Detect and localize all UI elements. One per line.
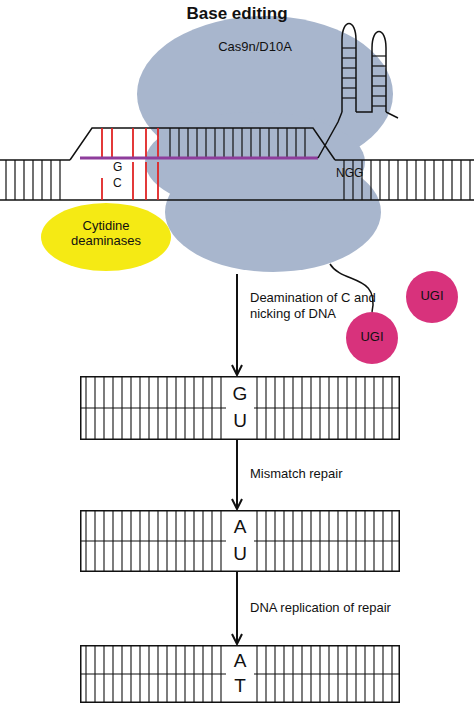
node-text: A bbox=[228, 650, 252, 672]
step-label: Mismatch repair bbox=[250, 466, 450, 482]
deaminase-ellipse: Cytidine deaminases bbox=[40, 202, 172, 272]
step-label: DNA replication of repair bbox=[250, 600, 470, 616]
node-text: UGI bbox=[345, 330, 399, 345]
strand-label: C bbox=[113, 176, 122, 190]
dna-duplex: AU bbox=[80, 510, 400, 572]
dna-duplex: GU bbox=[80, 376, 400, 440]
process-arrow bbox=[236, 274, 238, 375]
node-text: U bbox=[228, 543, 252, 565]
node-text: UGI bbox=[405, 289, 459, 304]
process-arrow bbox=[236, 440, 238, 509]
node-text: T bbox=[228, 675, 252, 697]
node-text: A bbox=[228, 516, 252, 538]
step-label: Deamination of C and nicking of DNA bbox=[250, 290, 410, 321]
process-arrow bbox=[236, 572, 238, 644]
diagram-title: Base editing bbox=[0, 4, 474, 24]
strand-label: NGG bbox=[336, 166, 363, 180]
node-text: Cytidine deaminases bbox=[54, 219, 158, 249]
node-text: U bbox=[228, 410, 252, 432]
node-text: G bbox=[228, 383, 252, 405]
cas9-protein: Cas9n/D10A bbox=[135, 12, 397, 274]
strand-label: G bbox=[113, 160, 122, 174]
ugi-circle: UGI bbox=[405, 270, 459, 324]
ugi-circle: UGI bbox=[345, 311, 399, 365]
node-text: Cas9n/D10A bbox=[195, 40, 315, 55]
dna-duplex: AT bbox=[80, 645, 400, 703]
